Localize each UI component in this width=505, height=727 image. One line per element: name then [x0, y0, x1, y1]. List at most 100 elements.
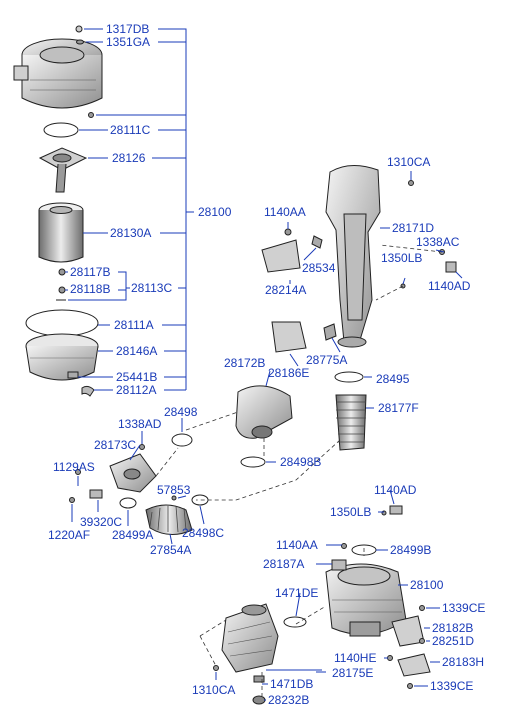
bolt-28251d	[419, 638, 425, 644]
label-28113c: 28113C	[131, 281, 172, 295]
clips-28117b-28118b	[56, 268, 66, 301]
nut-1351ga	[76, 39, 84, 45]
label-28214a: 28214A	[265, 283, 306, 297]
snorkel-duct-28171d	[325, 165, 381, 348]
label-1350lb-lower: 1350LB	[330, 505, 371, 519]
label-28112a: 28112A	[116, 383, 156, 397]
label-28498: 28498	[164, 405, 198, 419]
bolt-small	[88, 112, 94, 118]
label-1310ca-upper: 1310CA	[387, 155, 430, 169]
label-28499b: 28499B	[390, 543, 431, 557]
air-cleaner-assembly	[13, 25, 194, 397]
label-28534: 28534	[302, 261, 336, 275]
label-1140aa-lower: 1140AA	[276, 538, 318, 552]
clamp-1471de	[283, 616, 307, 628]
resonator-28173c	[109, 453, 157, 493]
bolt-1129as	[75, 469, 81, 475]
label-39320c: 39320C	[80, 515, 122, 529]
label-28172b: 28172B	[224, 356, 265, 370]
label-1140ad-upper: 1140AD	[428, 279, 471, 293]
label-28177f: 28177F	[378, 401, 419, 415]
bolt-1339ce-upper	[419, 605, 425, 611]
label-28146a: 28146A	[116, 344, 157, 358]
lower-case-28146a	[25, 333, 99, 381]
insulator-28534	[311, 235, 323, 249]
label-1339ce-upper: 1339CE	[442, 601, 485, 615]
drain-valve-28112a	[81, 385, 95, 397]
bolt-1140aa-lower	[341, 543, 347, 549]
label-1310ca-lower: 1310CA	[192, 683, 235, 697]
label-25441b: 25441B	[116, 370, 157, 384]
bellows-hose-28177f	[335, 394, 367, 451]
bolt-1140he	[387, 655, 393, 661]
label-1140he: 1140HE	[334, 651, 376, 665]
label-28171d: 28171D	[392, 221, 434, 235]
clamp-28495	[334, 371, 364, 383]
intake-snorkel-assembly	[261, 165, 463, 367]
bracket-39320c	[89, 489, 103, 499]
bolt-1339ce-lower	[407, 683, 413, 689]
bolt-1220af	[69, 497, 75, 503]
label-1338ac: 1338AC	[416, 235, 460, 249]
label-1317db: 1317DB	[106, 22, 149, 36]
callout-labels: 1317DB 1351GA 28111C 28126 28100 28130A …	[48, 22, 485, 707]
label-1471db: 1471DB	[270, 677, 313, 691]
hose-27854a	[145, 504, 193, 535]
hose-assembly	[69, 370, 374, 545]
label-1471de: 1471DE	[275, 586, 318, 600]
bolt-1140ad-lower	[389, 505, 403, 515]
label-28100-lower: 28100	[410, 578, 444, 592]
screw-1338ad	[139, 444, 145, 450]
label-1339ce-lower: 1339CE	[430, 679, 473, 693]
clamp-28498b	[240, 456, 266, 468]
label-1351ga: 1351GA	[106, 35, 150, 49]
label-28130a: 28130A	[110, 226, 151, 240]
label-28126: 28126	[112, 151, 146, 165]
bracket-28186e	[271, 321, 307, 353]
clamp-28499a	[119, 497, 137, 509]
label-28499a: 28499A	[112, 528, 153, 542]
bracket-28183h	[397, 653, 431, 677]
label-1220af: 1220AF	[48, 528, 90, 542]
label-28495: 28495	[376, 372, 410, 386]
filter-element-28130a	[38, 202, 84, 263]
label-28183h: 28183H	[442, 655, 484, 669]
label-28100-upper: 28100	[198, 205, 232, 219]
seal-ring-28111a	[25, 309, 99, 337]
label-1350lb-upper: 1350LB	[381, 251, 422, 265]
clip-28775a	[323, 323, 337, 341]
grommet-1471db	[253, 675, 265, 683]
label-1338ad: 1338AD	[118, 417, 162, 431]
clamp-28498c	[191, 494, 209, 506]
label-28118b: 28118B	[70, 282, 110, 296]
cap-28232b	[252, 695, 266, 705]
elbow-hose-28172b	[235, 385, 293, 439]
air-cleaner-assembly-lower	[199, 489, 440, 705]
label-28775a: 28775A	[306, 353, 347, 367]
clip-57853	[171, 495, 177, 501]
label-28186e: 28186E	[268, 366, 309, 380]
bolt-1310ca	[408, 180, 414, 186]
label-28175e: 28175E	[332, 666, 373, 680]
resonator-28175e	[221, 603, 279, 673]
label-57853: 57853	[157, 483, 191, 497]
label-28498c: 28498C	[182, 526, 224, 540]
label-28111c: 28111C	[110, 123, 151, 137]
screw-1317db	[75, 25, 83, 33]
label-1129as: 1129AS	[53, 460, 95, 474]
label-28187a: 28187A	[263, 557, 304, 571]
label-28232b: 28232B	[268, 693, 309, 707]
clamp-28498	[171, 433, 193, 447]
label-28111a: 28111A	[114, 318, 154, 332]
air-cleaner-body-28100	[325, 563, 407, 637]
label-27854a: 27854A	[150, 543, 191, 557]
bolt-1140ad-top	[445, 261, 457, 273]
bracket-28214a	[261, 228, 301, 273]
label-28498b: 28498B	[280, 455, 321, 469]
label-1140aa-upper: 1140AA	[264, 205, 306, 219]
air-cleaner-upper-cover	[13, 38, 103, 109]
grommet-25441b	[67, 371, 79, 379]
gasket-28111c	[43, 122, 79, 138]
label-28173c: 28173C	[94, 438, 136, 452]
